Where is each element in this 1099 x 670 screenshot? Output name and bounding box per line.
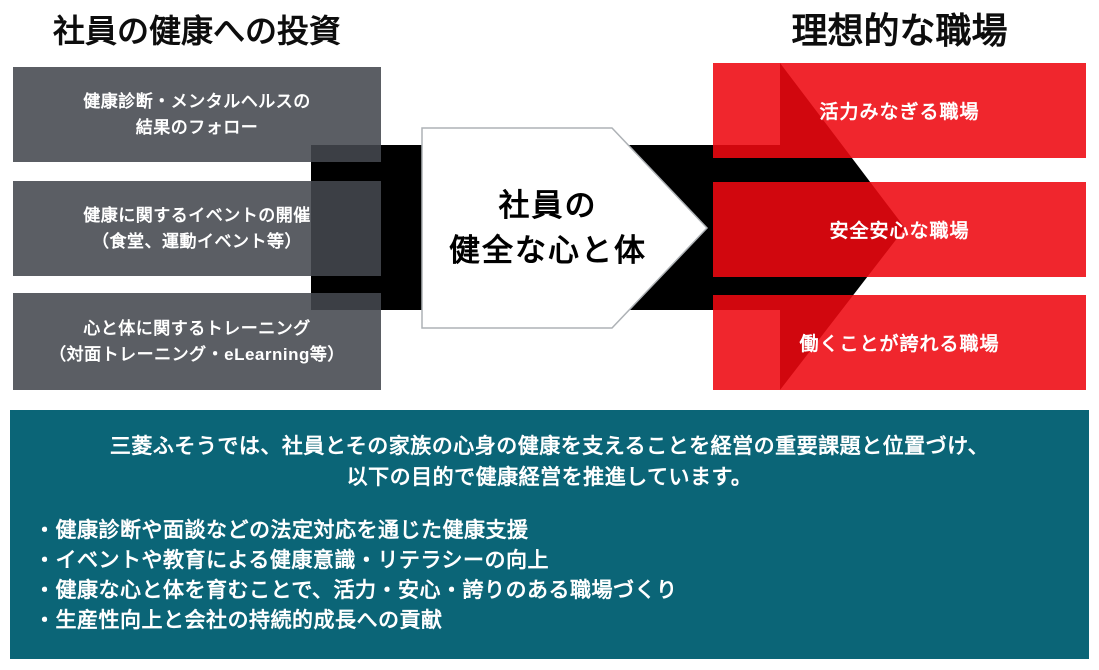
investment-box-line: 健康に関するイベントの開催 xyxy=(83,205,311,225)
summary-intro-line: 以下の目的で健康経営を推進しています。 xyxy=(346,466,753,489)
investment-box-line: （対面トレーニング・eLearning等） xyxy=(49,344,345,364)
investment-box-line: 結果のフォロー xyxy=(135,117,259,137)
workplace-box-vitality: 活力みなぎる職場 xyxy=(713,63,1086,158)
summary-bullet: ・健康診断や面談などの法定対応を通じた健康支援 xyxy=(34,519,529,542)
workplace-box-pride: 働くことが誇れる職場 xyxy=(713,295,1086,390)
pentagon-shape xyxy=(421,127,709,329)
investment-box-events: 健康に関するイベントの開催 （食堂、運動イベント等） xyxy=(13,181,381,276)
left-column-title: 社員の健康への投資 xyxy=(52,13,341,49)
workplace-box-label: 安全安心な職場 xyxy=(829,221,970,242)
workplace-box-label: 働くことが誇れる職場 xyxy=(799,334,1000,355)
summary-intro-line: 三菱ふそうでは、社員とその家族の心身の健康を支えることを経営の重要課題と位置づけ… xyxy=(109,435,990,458)
investment-box-line: 健康診断・メンタルヘルスの xyxy=(83,91,311,111)
center-arrow-label: 社員の 健全な心と体 xyxy=(422,128,674,328)
workplace-box-safety: 安全安心な職場 xyxy=(713,182,1086,277)
summary-panel: 三菱ふそうでは、社員とその家族の心身の健康を支えることを経営の重要課題と位置づけ… xyxy=(10,410,1089,659)
summary-bullet: ・生産性向上と会社の持続的成長への貢献 xyxy=(34,609,443,632)
right-column-title: 理想的な職場 xyxy=(791,10,1008,51)
summary-bullet: ・イベントや教育による健康意識・リテラシーの向上 xyxy=(34,549,549,572)
investment-box-training: 心と体に関するトレーニング （対面トレーニング・eLearning等） xyxy=(13,293,381,390)
summary-bullet-list: ・健康診断や面談などの法定対応を通じた健康支援 ・イベントや教育による健康意識・… xyxy=(34,516,1065,636)
summary-bullet: ・健康な心と体を育むことで、活力・安心・誇りのある職場づくり xyxy=(34,579,678,602)
investment-box-health-checkup: 健康診断・メンタルヘルスの 結果のフォロー xyxy=(13,67,381,162)
center-arrow-label-line: 健全な心と体 xyxy=(449,233,647,268)
workplace-box-label: 活力みなぎる職場 xyxy=(819,102,980,123)
summary-intro: 三菱ふそうでは、社員とその家族の心身の健康を支えることを経営の重要課題と位置づけ… xyxy=(34,431,1065,493)
investment-box-line: （食堂、運動イベント等） xyxy=(92,231,302,251)
investment-box-line: 心と体に関するトレーニング xyxy=(83,318,311,338)
center-arrow-label-line: 社員の xyxy=(498,188,598,223)
